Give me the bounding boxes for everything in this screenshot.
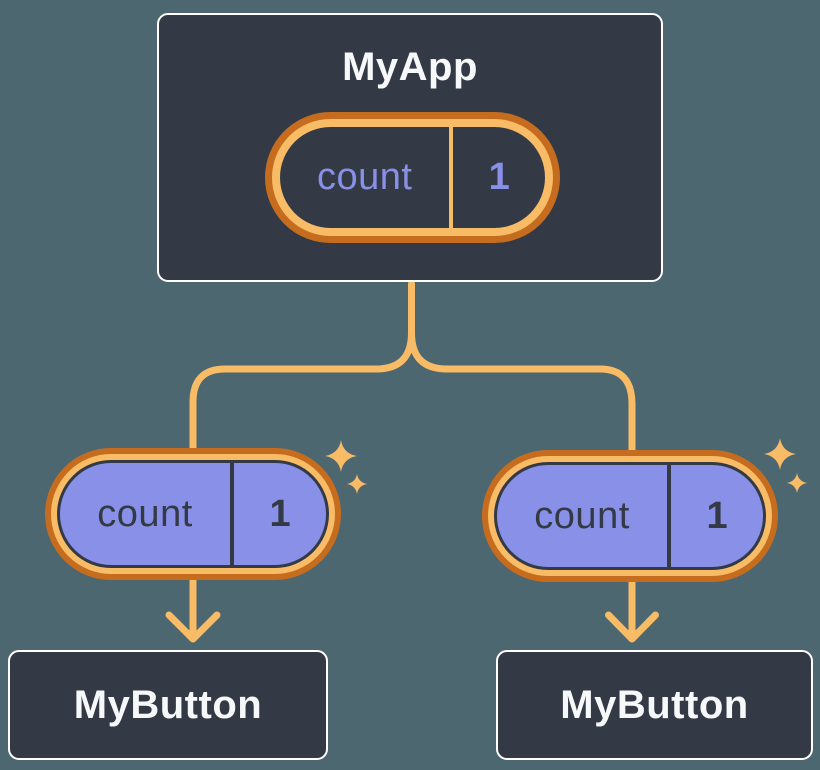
sparkle-icon	[325, 440, 357, 472]
pill-divider	[449, 127, 454, 228]
sparkle-icon	[764, 438, 796, 470]
parent-state-pill: count 1	[265, 112, 560, 243]
state-value: 1	[488, 156, 510, 198]
parent-component-title: MyApp	[342, 45, 478, 89]
arrow-right-head	[605, 611, 659, 643]
right-child-component-title: MyButton	[560, 682, 749, 727]
state-name: count	[316, 156, 413, 198]
pill-divider	[230, 463, 235, 565]
arrow-left-head	[165, 611, 221, 643]
left-child-prop-pill-body: count 1	[57, 460, 329, 568]
connector-parent-to-right-child	[408, 280, 636, 458]
right-child-prop-pill-body: count 1	[494, 462, 766, 570]
sparkle-icon	[346, 473, 368, 495]
pill-divider	[667, 465, 672, 567]
sparkle-icon	[786, 472, 808, 494]
prop-value: 1	[269, 492, 291, 535]
right-child-component-card: MyButton	[496, 650, 813, 760]
prop-value: 1	[706, 494, 728, 537]
left-child-prop-pill: count 1	[45, 448, 341, 580]
prop-name: count	[534, 494, 630, 537]
right-child-prop-pill: count 1	[482, 450, 778, 582]
connector-parent-to-left-child	[189, 280, 415, 456]
parent-state-pill-body: count 1	[280, 127, 545, 228]
left-child-component-card: MyButton	[8, 650, 328, 760]
prop-name: count	[97, 492, 193, 535]
left-child-component-title: MyButton	[73, 682, 263, 727]
